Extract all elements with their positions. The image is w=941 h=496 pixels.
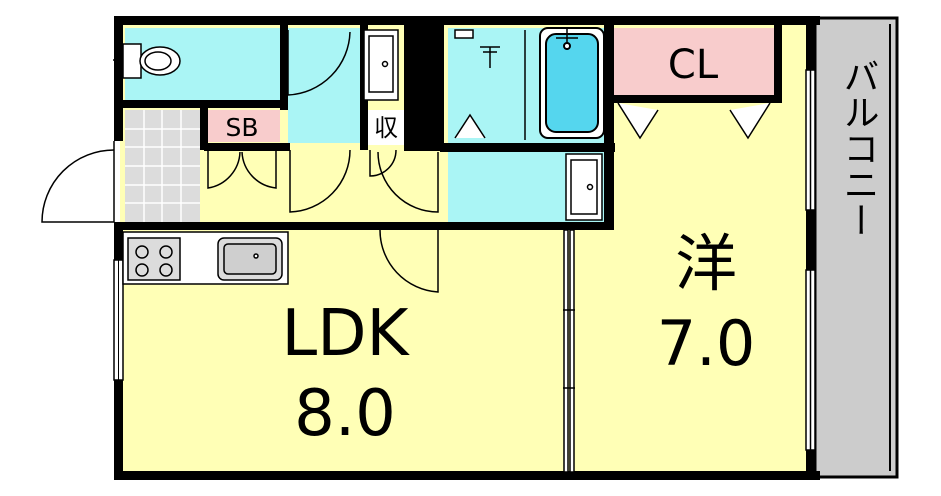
laundry-basin-icon <box>565 153 603 221</box>
interior-doors <box>207 30 439 293</box>
entrance-tiles <box>125 110 200 222</box>
western-room-size: 7.0 <box>657 307 756 380</box>
shoe-box-label: SB <box>225 113 258 142</box>
closet-doors <box>617 102 771 140</box>
sliding-partition <box>563 229 575 473</box>
toilet-icon <box>113 43 181 79</box>
closet-area <box>612 28 774 98</box>
entrance-door <box>41 141 115 223</box>
ldk-name: LDK <box>282 297 411 371</box>
storage-label: 収 <box>374 114 398 142</box>
ldk-size: 8.0 <box>294 377 396 451</box>
washroom <box>288 28 360 143</box>
shower-icon <box>454 29 526 140</box>
storage-area <box>368 110 404 145</box>
balcony <box>813 16 899 479</box>
western-room-name: 洋 <box>675 227 737 300</box>
shoe-box-area <box>205 110 280 142</box>
kitchen-counter <box>122 231 289 285</box>
balcony-windows <box>805 69 816 451</box>
left-window <box>113 259 124 381</box>
washbasin-icon <box>363 29 399 101</box>
bathtub-icon <box>539 27 605 139</box>
balcony-label: バルコニー <box>838 58 879 238</box>
closet-label: CL <box>668 42 719 88</box>
